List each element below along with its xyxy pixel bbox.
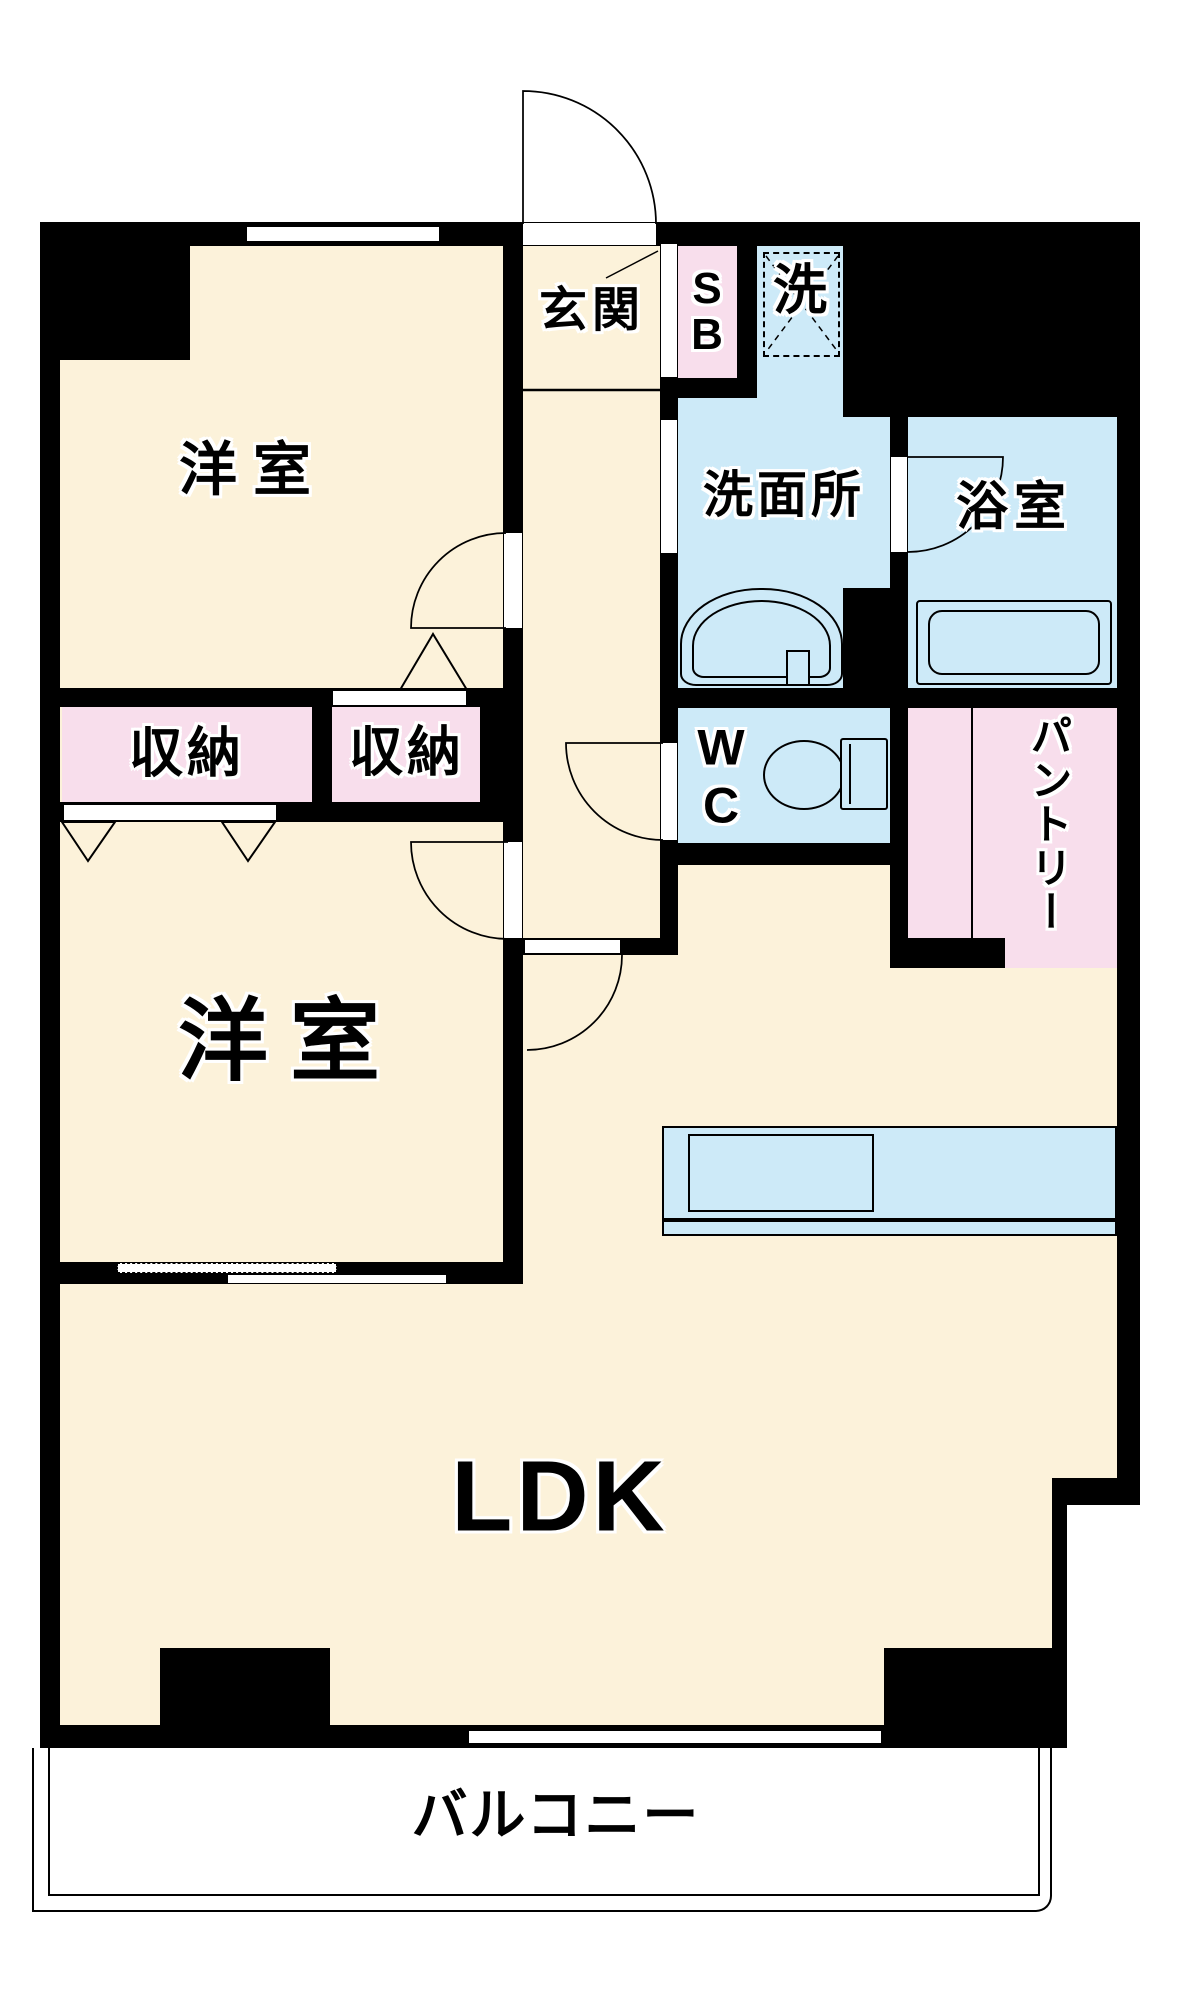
label-washroom: 洗面所 xyxy=(703,466,865,523)
window-ldk-balcony xyxy=(467,1729,883,1745)
wall-closet-mid xyxy=(312,688,332,822)
bathroom-door-opening xyxy=(891,457,907,552)
closet1-door xyxy=(63,804,277,821)
slide-partition-a xyxy=(117,1263,337,1273)
kitchen-counter-shelf xyxy=(662,1220,1117,1236)
entrance-door-opening xyxy=(523,223,656,245)
wall-wc-bottom xyxy=(678,843,892,865)
toilet-bowl xyxy=(763,740,845,810)
label-closet2: 収納 xyxy=(349,722,465,783)
closet2-area xyxy=(332,705,480,802)
bedroom2-door-opening xyxy=(504,842,522,938)
shoebox-front xyxy=(661,244,677,377)
label-bedroom2: 洋室 xyxy=(178,991,402,1092)
entrance-door-swing xyxy=(522,90,657,225)
washroom-door-opening xyxy=(661,420,677,553)
label-wc-line1: W xyxy=(697,719,745,776)
wall-pillar-bottomleft xyxy=(160,1648,330,1728)
wall-washroom-notch xyxy=(843,588,890,688)
slide-partition-b xyxy=(227,1274,447,1284)
pantry-area xyxy=(908,708,1117,968)
wc-door-opening xyxy=(661,743,677,840)
shoebox-area xyxy=(678,243,737,378)
wall-right-upper xyxy=(1117,222,1140,1505)
label-wc-line2: C xyxy=(702,777,740,833)
wall-hall-west xyxy=(503,222,523,1284)
vanity-sink-outer xyxy=(680,588,843,686)
balcony-floor xyxy=(48,1748,1040,1896)
kitchen-sink xyxy=(688,1134,874,1212)
washing-machine xyxy=(763,252,840,357)
wall-topright-block xyxy=(843,222,1140,417)
wall-bottomright-block xyxy=(884,1648,1067,1748)
wall-under-shoebox xyxy=(660,378,757,398)
wall-wet-bottom xyxy=(660,688,1117,708)
vanity-sink-inner xyxy=(692,600,831,678)
window-bedroom1 xyxy=(245,225,441,243)
balcony-outer-rail xyxy=(32,1748,1052,1912)
bathtub-inner xyxy=(928,610,1100,675)
label-balcony: バルコニー xyxy=(411,1783,701,1847)
toilet-tank-line xyxy=(849,744,851,804)
vanity-faucet xyxy=(786,650,810,686)
label-pantry: パントリー xyxy=(1025,714,1073,934)
label-shoebox-line2: B xyxy=(691,310,723,359)
wall-wc-pantry xyxy=(890,708,908,940)
kitchen-counter xyxy=(662,1126,1117,1220)
wall-left xyxy=(40,222,60,1748)
bathtub-outer xyxy=(916,600,1112,685)
label-bathroom: 浴室 xyxy=(955,478,1073,537)
label-bedroom1: 洋室 xyxy=(178,437,328,503)
label-shoebox-line1: S xyxy=(692,263,722,313)
wall-shoebox-niche xyxy=(737,243,757,398)
label-wc: W C xyxy=(697,720,744,835)
label-ldk: LDK xyxy=(451,1440,669,1553)
label-closet1: 収納 xyxy=(129,723,245,784)
wall-closet-right xyxy=(480,688,503,822)
closet2-door xyxy=(332,690,467,706)
toilet-tank xyxy=(840,738,888,810)
label-laundry: 洗 xyxy=(773,260,827,321)
label-shoebox: S B xyxy=(691,263,723,359)
ldk-door-opening xyxy=(525,940,620,953)
closet1-area xyxy=(62,707,312,803)
exterior-cutout xyxy=(1067,1505,1184,2000)
bedroom1-door-opening xyxy=(504,533,522,628)
label-entrance: 玄関 xyxy=(538,283,646,337)
wall-topleft-block xyxy=(40,222,190,360)
wall-pantry-bottom xyxy=(890,938,1005,968)
wall-right-lower xyxy=(1052,1478,1067,1648)
